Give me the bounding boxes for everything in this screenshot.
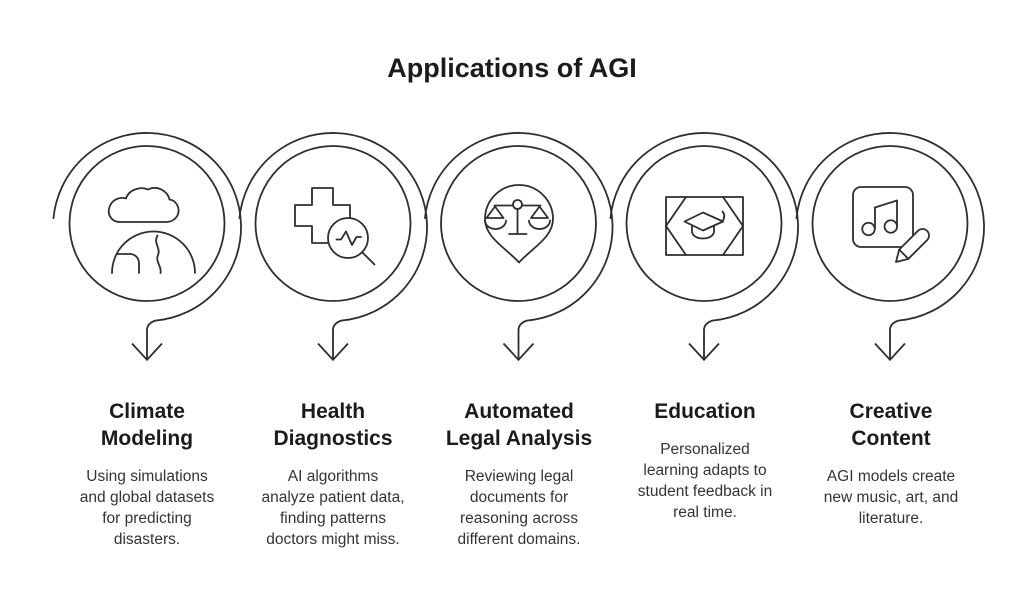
cloud-globe-icon	[107, 187, 196, 274]
item-automated-legal-analysis: Automated Legal Analysis Reviewing legal…	[426, 398, 612, 550]
item-health-diagnostics: Health Diagnostics AI algorithms analyze…	[240, 398, 426, 550]
labels-row: Climate Modeling Using simulations and g…	[54, 398, 984, 550]
item-description: Personalized learning adapts to student …	[637, 441, 773, 521]
item-creative-content: Creative Content AGI models create new m…	[798, 398, 984, 550]
ring-arrow-education	[609, 132, 799, 361]
item-climate-modeling: Climate Modeling Using simulations and g…	[54, 398, 240, 550]
item-title: Education	[654, 400, 756, 423]
graduation-cap-icon	[665, 196, 744, 256]
page-title: Applications of AGI	[387, 53, 637, 83]
item-description: Using simulations and global datasets fo…	[79, 468, 215, 548]
item-title: Creative Content	[849, 400, 933, 450]
ring-arrow-legal	[423, 132, 614, 361]
item-description: Reviewing legal documents for reasoning …	[457, 468, 581, 548]
ring-arrow-climate	[52, 132, 242, 361]
item-title: Health Diagnostics	[273, 400, 393, 450]
medical-cross-magnifier-icon	[294, 187, 376, 266]
item-description: AGI models create new music, art, and li…	[823, 468, 959, 527]
pencil-icon	[895, 228, 930, 263]
justice-scales-pin-icon	[484, 184, 554, 264]
item-title: Automated Legal Analysis	[445, 400, 593, 450]
music-note-pencil-icon	[852, 186, 930, 263]
agi-diagram	[52, 132, 985, 361]
item-title: Climate Modeling	[100, 400, 194, 450]
item-education: Education Personalized learning adapts t…	[612, 398, 798, 550]
item-description: AI algorithms analyze patient data, find…	[261, 468, 405, 548]
